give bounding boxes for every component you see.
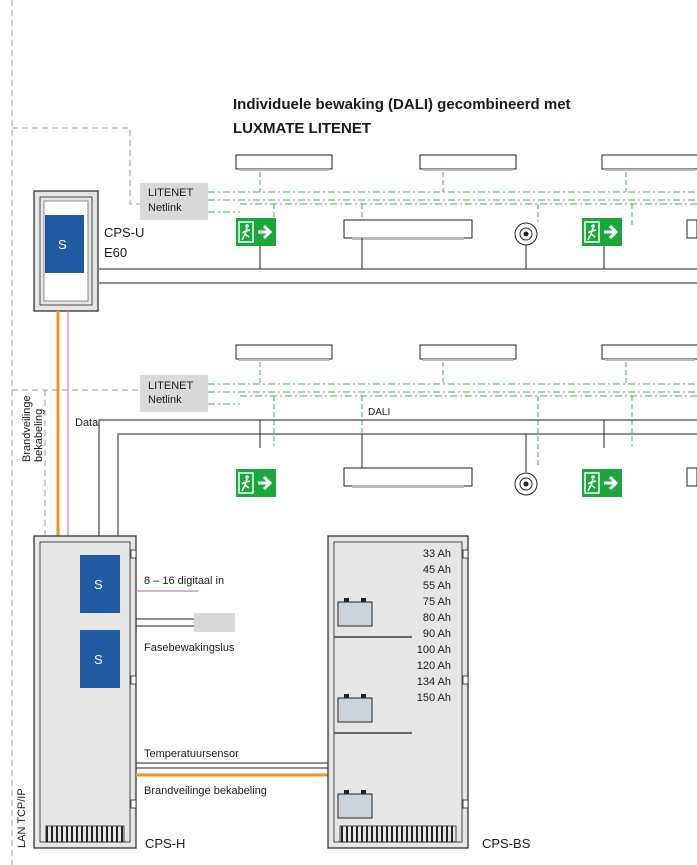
lan-label: LAN TCP/IP <box>16 788 28 848</box>
exit-sign <box>580 216 624 248</box>
capacity-item: 45 Ah <box>423 564 451 576</box>
downlight-partial <box>686 219 697 239</box>
downlight-partial <box>686 467 697 487</box>
module-letter: S <box>94 652 103 667</box>
battery-icon <box>337 597 373 627</box>
power-lines-upper <box>99 268 697 284</box>
fire-cable-vertical-label-2: bekabeling <box>33 409 45 462</box>
lamp-bus-drops <box>259 172 627 192</box>
cps-h-module-2 <box>80 630 120 688</box>
lower-circuit: LITENET Netlink DALI <box>98 344 697 536</box>
phase-monitor-label: Fasebewakingslus <box>144 642 235 654</box>
capacity-item: 120 Ah <box>417 660 451 672</box>
ceiling-lamp <box>419 344 517 362</box>
module-letter: S <box>58 237 67 252</box>
battery-icon <box>337 789 373 819</box>
phase-monitor-box <box>194 613 235 632</box>
capacity-item: 90 Ah <box>423 628 451 640</box>
litenet-bus-lines <box>208 191 697 213</box>
ceiling-lamp <box>601 154 697 172</box>
capacity-item: 100 Ah <box>417 644 451 656</box>
netlink-label: Netlink <box>148 394 182 406</box>
capacity-item: 33 Ah <box>423 548 451 560</box>
exit-sign <box>234 467 278 499</box>
upper-circuit: LITENET Netlink DALI <box>99 154 697 284</box>
cps-u-label: CPS-U <box>104 225 144 240</box>
cps-h-label: CPS-H <box>145 836 185 851</box>
capacity-item: 150 Ah <box>417 692 451 704</box>
fire-cable-label: Brandveilinge bekabeling <box>144 785 267 797</box>
litenet-bus-lines <box>208 383 697 405</box>
battery-icon <box>337 693 373 723</box>
downlight-shade <box>352 237 464 240</box>
capacity-item: 75 Ah <box>423 596 451 608</box>
title-line-1: Individuele bewaking (DALI) gecombineerd… <box>233 96 571 113</box>
digital-in-label: 8 – 16 digitaal in <box>144 575 224 587</box>
cps-h-cabinet <box>33 535 137 849</box>
litenet-link-dashed-1 <box>12 127 140 205</box>
module-letter: S <box>94 577 103 592</box>
cps-bs-vent <box>339 825 457 843</box>
spot-lamp <box>514 222 538 246</box>
data-label: Data <box>75 417 99 429</box>
cps-u-cabinet: S <box>33 190 99 312</box>
ceiling-lamp <box>235 154 333 172</box>
fire-cable-vertical-label-1: Brandveilinge <box>21 395 33 462</box>
battery-capacity-list: 33 Ah 45 Ah 55 Ah 75 Ah 80 Ah 90 Ah 100 … <box>417 548 451 704</box>
capacity-item: 80 Ah <box>423 612 451 624</box>
ceiling-lamp <box>235 344 333 362</box>
cps-u-module <box>45 215 84 273</box>
dali-label: DALI <box>368 407 390 418</box>
ceiling-lamp <box>419 154 517 172</box>
netlink-label: Netlink <box>148 202 182 214</box>
power-drops-upper <box>259 238 605 269</box>
spot-lamp <box>514 472 538 496</box>
downlight <box>343 467 473 487</box>
title-line-2: LUXMATE LITENET <box>233 120 371 137</box>
downlight-shade <box>352 485 464 488</box>
downlight <box>343 219 473 239</box>
temp-sensor-label: Temperatuursensor <box>144 748 239 760</box>
lamp-bus-drops <box>259 362 627 384</box>
temp-sensor-lines <box>136 762 328 769</box>
power-drops-lower <box>259 420 605 472</box>
ceiling-lamp <box>601 344 697 362</box>
dali-drops <box>273 396 633 468</box>
cps-bs-cabinet <box>327 535 469 849</box>
dali-drops <box>273 204 633 226</box>
cps-h-vent <box>45 825 125 843</box>
cps-h-module-1 <box>80 555 120 613</box>
litenet-netlink-box <box>140 183 208 220</box>
cps-u-e60-label: E60 <box>104 245 127 260</box>
cps-bs-label: CPS-BS <box>482 836 531 851</box>
exit-sign <box>580 467 624 499</box>
litenet-label: LITENET <box>148 187 194 199</box>
power-lines-lower <box>98 419 697 536</box>
phase-loop-lines <box>136 618 194 627</box>
capacity-item: 55 Ah <box>423 580 451 592</box>
exit-sign <box>234 216 278 248</box>
capacity-item: 134 Ah <box>417 676 451 688</box>
litenet-netlink-box <box>140 375 208 412</box>
litenet-label: LITENET <box>148 380 194 392</box>
